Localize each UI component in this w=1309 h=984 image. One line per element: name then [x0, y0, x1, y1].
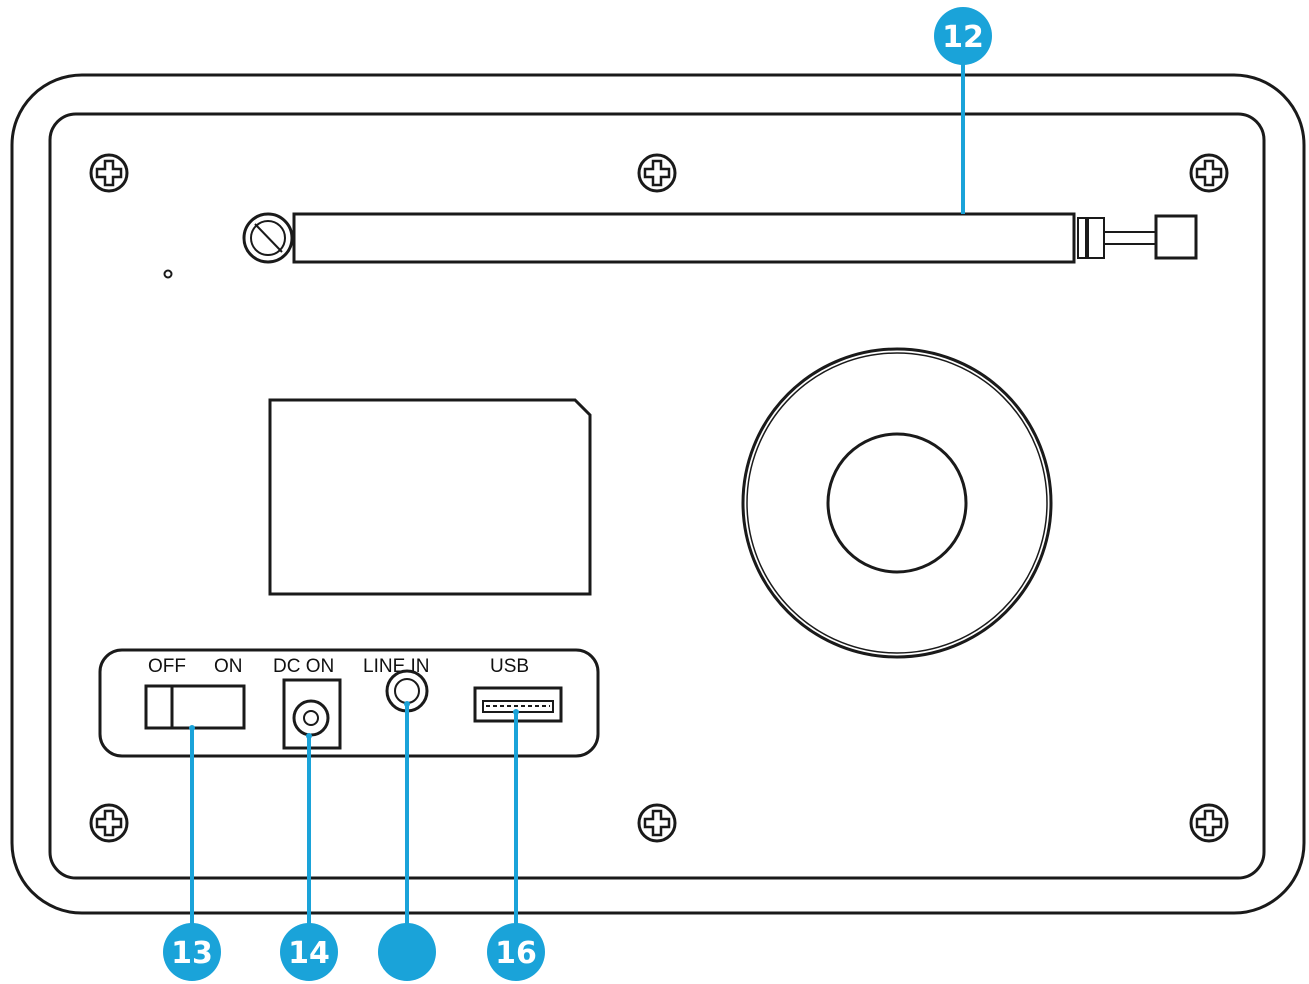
usb-label: USB [490, 656, 529, 677]
callout-badge-line-in [378, 923, 436, 981]
dc-on-label: DC ON [273, 656, 334, 677]
callout-badge-usb: 16 [487, 923, 545, 981]
callout-badge-antenna: 12 [934, 7, 992, 65]
speaker-icon [741, 347, 1053, 659]
leader-dot [404, 701, 410, 707]
power-switch[interactable] [144, 684, 246, 730]
svg-text:12: 12 [942, 20, 984, 55]
screw-icon [1189, 803, 1229, 843]
antenna-icon [242, 212, 1198, 264]
screw-icon [89, 153, 129, 193]
back-panel [48, 112, 1266, 880]
switch-off-label: OFF [148, 656, 186, 677]
switch-on-label: ON [214, 656, 243, 677]
callout-badge-dc-input: 14 [280, 923, 338, 981]
callout-badge-power-switch: 13 [163, 923, 221, 981]
callout-leaders [190, 60, 965, 926]
svg-text:13: 13 [171, 936, 213, 971]
screw-icon [89, 803, 129, 843]
svg-text:16: 16 [495, 936, 537, 971]
connector-panel [98, 648, 600, 758]
leader-dot [306, 733, 312, 739]
screw-icon [637, 153, 677, 193]
small-hole [163, 269, 173, 279]
label-plate [268, 398, 592, 596]
screw-icon [1189, 153, 1229, 193]
leader-dot [513, 709, 519, 715]
dc-input-jack[interactable] [282, 678, 342, 750]
screw-icon [637, 803, 677, 843]
leader-dot [189, 725, 195, 731]
svg-text:14: 14 [288, 936, 330, 971]
outer-housing [10, 73, 1306, 915]
